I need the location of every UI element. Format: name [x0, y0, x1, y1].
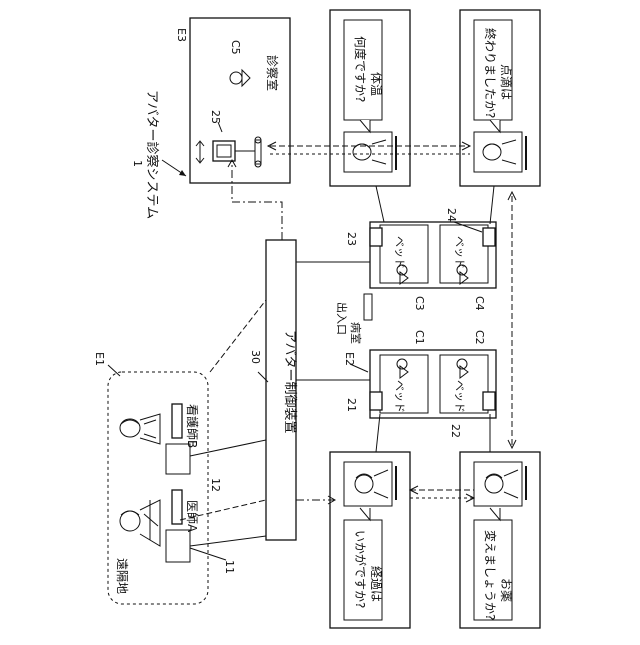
bed-c2-label: ベッド — [453, 380, 466, 413]
bubble-top-right-line2: 終わりましたか? — [483, 28, 498, 118]
ward-ref: E2 — [343, 352, 356, 366]
bubble-bottom-left-line1: 経過は — [369, 566, 383, 602]
screen-panel-top-left — [330, 10, 410, 186]
exam-room-label: 診察室 — [265, 55, 280, 91]
remote-site-label: 遠隔地 — [115, 558, 129, 594]
avatar-robot-25 — [196, 137, 261, 167]
person-c5-label: C5 — [229, 40, 242, 55]
doctor-face-bottom-left — [355, 470, 388, 498]
bubble-tail-top-left — [360, 120, 370, 132]
bed-c4-label: ベッド — [453, 236, 466, 269]
patient-c2-icon — [457, 359, 468, 378]
nurse-face-top-left — [353, 140, 386, 164]
bubble-top-left-line2: 何度ですか? — [353, 36, 368, 102]
exam-room-ref: E3 — [175, 28, 188, 42]
avatar-screen-bottom-right — [474, 462, 522, 506]
bubble-bottom-right-line2: 変えましょうか? — [483, 530, 498, 620]
bubble-bottom-right-line1: お薬 — [499, 578, 513, 602]
link-controller-avatar25 — [232, 161, 282, 240]
avatar-25-ref: 25 — [209, 110, 222, 124]
remote-site-ref: E1 — [93, 352, 106, 366]
ward-room-upper — [370, 222, 496, 288]
avatar-23-ref: 23 — [345, 232, 358, 246]
bubble-tail-top-right — [490, 120, 500, 132]
avatar-screen-top-right — [474, 132, 522, 172]
ward-room-lower — [370, 350, 496, 418]
patient-c3-label: C3 — [413, 296, 426, 311]
patient-c2-label: C2 — [473, 330, 486, 345]
system-title: アバター診察システム — [144, 90, 160, 219]
patient-c1-label: C1 — [413, 330, 426, 345]
doctor-a-figure — [120, 500, 160, 546]
bed-c3-label: ベッド — [393, 236, 406, 269]
patient-c1-icon — [397, 359, 408, 378]
bubble-tail-bottom-left — [360, 508, 370, 520]
system-arrowhead — [179, 170, 186, 176]
bubble-top-left-line1: 体温 — [369, 72, 383, 96]
avatar-robot-22 — [483, 392, 495, 410]
link-11-controller — [190, 536, 266, 546]
avatar-robot-21 — [370, 392, 382, 410]
terminal-11-ref: 11 — [223, 560, 236, 574]
avatar-screen-top-left — [344, 132, 392, 172]
bubble-bottom-left-line2: いかがですか? — [353, 530, 368, 608]
panel-connector-top-left — [376, 186, 384, 222]
bubble-tail-bottom-right — [490, 508, 500, 520]
system-ref: 1 — [131, 160, 144, 167]
doctor-a-label: 医師A — [185, 500, 199, 533]
avatar-robot-24 — [483, 228, 495, 246]
avatar-24-leader — [454, 222, 482, 232]
nurse-b-label: 看護師B — [185, 404, 200, 448]
link-12-controller — [190, 440, 266, 456]
panel-connector-bottom-left — [376, 414, 380, 452]
patient-c4-label: C4 — [473, 296, 486, 311]
avatar-screen-bottom-left — [344, 462, 392, 506]
bed-c1-label: ベッド — [393, 380, 406, 413]
entrance-label: 出入口 — [335, 302, 349, 335]
ward-label: 病室 — [349, 322, 363, 344]
person-c5-icon — [230, 70, 250, 86]
controller-ref: 30 — [249, 350, 262, 364]
entrance-door — [364, 294, 372, 320]
avatar-robot-23 — [370, 228, 382, 246]
avatar-controller-label: アバター制御装置 — [282, 330, 297, 433]
avatar-24-ref: 24 — [445, 208, 458, 222]
terminal-12-ref: 12 — [209, 478, 222, 492]
avatar-21-ref: 21 — [345, 398, 358, 412]
bubble-top-right-line1: 点滴は — [499, 64, 514, 100]
avatar-22-ref: 22 — [449, 424, 462, 438]
panel-connector-top-right — [490, 186, 494, 224]
nurse-face-top-right — [483, 140, 516, 164]
doctor-face-bottom-right — [485, 470, 518, 498]
nurse-b-figure — [120, 414, 160, 444]
ward-ref-leader — [350, 364, 368, 372]
